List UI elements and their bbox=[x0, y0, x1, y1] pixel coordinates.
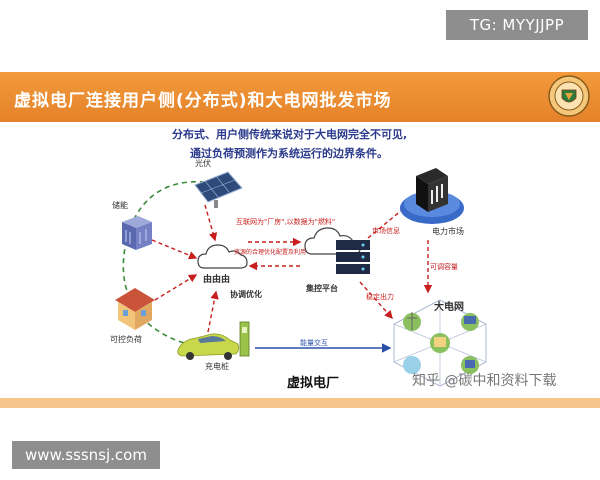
label-solar: 光伏 bbox=[195, 159, 211, 168]
diagram-title: 虚拟电厂 bbox=[287, 376, 340, 391]
site-badge: www.sssnsj.com bbox=[12, 441, 160, 469]
storage-battery-icon bbox=[122, 216, 152, 250]
arrow-ev-cloud bbox=[207, 290, 219, 333]
tg-badge: TG: MYYJJPP bbox=[446, 10, 588, 40]
label-power-market: 电力市场 bbox=[432, 227, 464, 236]
arrow-load-cloud bbox=[154, 274, 198, 301]
cloud-left-icon bbox=[197, 244, 248, 269]
emblem-logo bbox=[548, 75, 590, 117]
grid-network-icon bbox=[393, 299, 487, 387]
slide-title: 虚拟电厂连接用户侧(分布式)和大电网批发市场 bbox=[14, 91, 392, 111]
footer-bar bbox=[0, 398, 600, 408]
charging-pile-icon bbox=[239, 321, 250, 357]
subtitle-line-1: 分布式、用户侧传统来说对于大电网完全不可见, bbox=[172, 128, 408, 141]
resource-arc bbox=[122, 180, 206, 347]
solar-panel-icon bbox=[194, 171, 243, 208]
label-grid: 大电网 bbox=[434, 302, 464, 313]
electric-car-icon bbox=[177, 333, 240, 360]
power-market-icon bbox=[400, 168, 464, 224]
label-market-info: 市场信息 bbox=[372, 227, 400, 235]
label-storage: 储能 bbox=[112, 201, 128, 210]
title-banner bbox=[0, 72, 600, 122]
arrow-storage-cloud bbox=[151, 239, 198, 260]
label-internet-factory: 互联网为"厂房",以数据为"燃料" bbox=[236, 218, 336, 226]
arrow-solar-cloud bbox=[204, 204, 218, 242]
label-charging-pile: 充电桩 bbox=[205, 362, 229, 371]
label-platform: 集控平台 bbox=[306, 284, 338, 293]
label-cloud: 由由由 bbox=[203, 275, 231, 285]
label-stable-output: 稳定出力 bbox=[366, 293, 394, 301]
house-icon bbox=[115, 288, 155, 330]
label-energy-exchange: 能量交互 bbox=[300, 339, 328, 347]
label-adjustable-capacity: 可调容量 bbox=[430, 263, 458, 271]
zhihu-watermark: 知乎 @碳中和资料下载 bbox=[412, 373, 557, 389]
subtitle-line-2: 通过负荷预测作为系统运行的边界条件。 bbox=[190, 147, 388, 160]
platform-server-icon bbox=[304, 227, 370, 274]
arrow-platform-grid bbox=[359, 281, 393, 320]
label-coordination: 协调优化 bbox=[230, 290, 262, 299]
label-controllable-load: 可控负荷 bbox=[110, 335, 142, 344]
label-optimize: 资源的合理优化配置及利用 bbox=[234, 249, 307, 256]
